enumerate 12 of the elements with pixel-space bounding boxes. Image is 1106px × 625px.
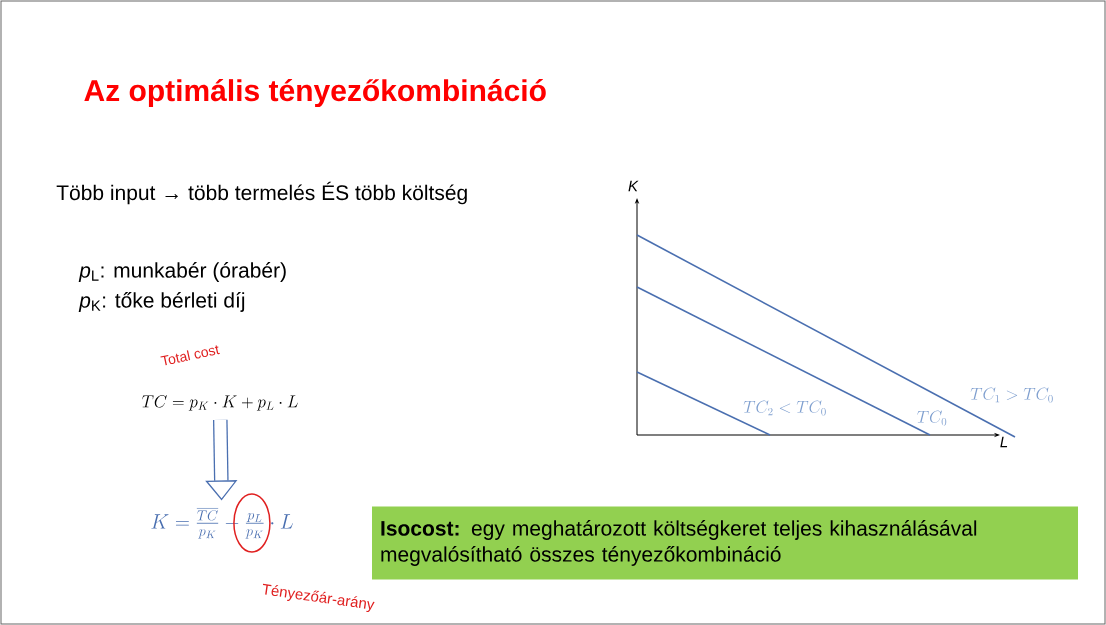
curve-label: $TC_0$ <box>917 410 947 426</box>
axis-label: L <box>1000 436 1008 448</box>
formula: $TC = p_K \cdot K + p_L \cdot L$ <box>142 395 298 411</box>
title: Az optimális tényezőkombináció <box>84 78 546 108</box>
definition-text: p$_{L}$: munkabér (órabér) <box>78 262 286 282</box>
definition-text: p$_{K}$: tőke bérleti díj <box>78 292 245 312</box>
curve-label: $TC_2 < TC_0$ <box>743 400 826 416</box>
annotation-text: Total cost <box>160 345 220 366</box>
curve-label: $TC_1 > TC_0$ <box>970 387 1053 403</box>
definition-box: Isocost: egy meghatározott költségkeret teljes kihasználásával megvalósítható összes tényezőkombináció <box>372 506 1078 580</box>
axis-label: K <box>628 180 639 192</box>
subtitle-text: Több input → több termelés ÉS több költség <box>56 181 467 205</box>
